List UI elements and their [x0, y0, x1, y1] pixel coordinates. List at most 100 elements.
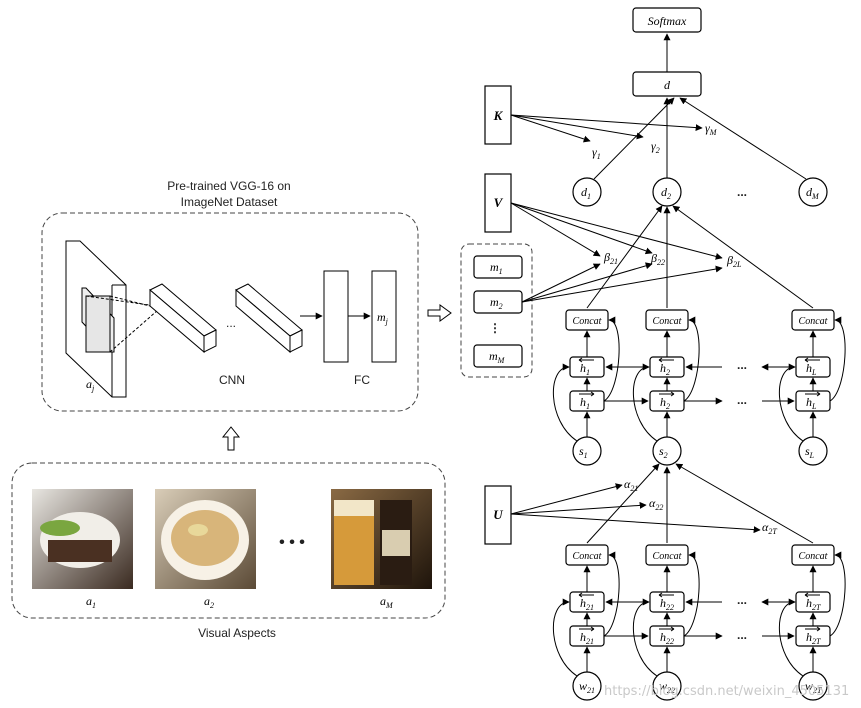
word-fwd-loop — [603, 551, 620, 637]
pretrained-line1: Pre-trained VGG-16 on — [167, 179, 290, 193]
K-gamma2-arrow — [510, 114, 644, 140]
word-h-fwd-label: h21 — [580, 630, 594, 646]
pretrained-line2: ImageNet Dataset — [181, 195, 278, 209]
dM-node — [798, 177, 828, 207]
word-h-fwd-label: h2T — [806, 630, 821, 646]
word-input-label: w22 — [659, 679, 675, 695]
alpha2T-label: α2T — [762, 520, 777, 536]
V-label: V — [494, 195, 504, 210]
word-fwd-loop — [829, 551, 846, 637]
V-beta22-arrow — [510, 202, 653, 255]
word-h-fwd-label: h22 — [660, 630, 674, 646]
word-h-back-label: h21 — [580, 596, 594, 612]
mj-label: mj — [377, 310, 389, 326]
aM-label: aM — [380, 594, 394, 610]
sent-skip-loop — [632, 363, 658, 442]
word-encoder: Concath21h21w21Concath22h22w22Concath2Th… — [552, 544, 846, 701]
U-alpha22-arrow — [510, 501, 647, 515]
hw-fwd-ellipsis: ... — [737, 628, 747, 642]
m2-beta21-arrow — [521, 263, 601, 303]
memory-dashed-box — [460, 243, 533, 378]
sent-concat-2 — [645, 309, 689, 331]
cnn-layer-1 — [149, 283, 217, 354]
sent-input-label: s2 — [659, 444, 668, 460]
food-image-1 — [32, 489, 133, 589]
word-skip-loop — [778, 598, 804, 677]
memory-vdots: ⋮ — [489, 321, 501, 335]
d-node — [632, 71, 702, 97]
visual-aspects-label: Visual Aspects — [198, 626, 276, 640]
word-concat-label: Concat — [573, 551, 602, 562]
word-concat-label: Concat — [653, 551, 682, 562]
word-input-label: w2T — [805, 679, 822, 695]
U-alpha21-arrow — [510, 483, 623, 515]
sent-concat-label: Concat — [573, 316, 602, 327]
sent-skip-loop — [778, 363, 804, 442]
hollow-up-arrow — [221, 426, 241, 451]
softmax-node — [632, 7, 702, 33]
sent-concat-3 — [791, 309, 835, 331]
V-beta21-arrow — [510, 202, 601, 257]
alpha21-label: α21 — [624, 477, 638, 493]
food-image-2 — [155, 489, 256, 589]
K-label: K — [493, 108, 504, 123]
sent-h-fwd-label: h1 — [580, 395, 590, 411]
gamma2-label: γ2 — [651, 139, 660, 155]
fc-label: FC — [354, 373, 370, 387]
sent-input-label: s1 — [579, 444, 588, 460]
sent-h-back-label: hL — [806, 361, 817, 377]
cnn-label: CNN — [219, 373, 245, 387]
sent-concat-1 — [565, 309, 609, 331]
d2-label: d2 — [661, 185, 671, 201]
memory-mM — [473, 344, 523, 368]
word-concat-1 — [565, 544, 609, 566]
input-image-slab — [65, 240, 159, 398]
gamma1-label: γ1 — [592, 145, 601, 161]
aj-label: aj — [86, 377, 95, 393]
sent-concat-label: Concat — [799, 316, 828, 327]
sent-h-fwd-label: h2 — [660, 395, 670, 411]
gammaM-label: γM — [705, 121, 718, 137]
sent-concat-label: Concat — [653, 316, 682, 327]
fc-layer-1 — [323, 270, 349, 363]
alpha22-label: α22 — [649, 496, 663, 512]
sent-h-back-label: h1 — [580, 361, 590, 377]
word-skip-loop — [552, 598, 578, 677]
fc-layer-2 — [371, 270, 397, 363]
hw-back-ellipsis: ... — [737, 593, 747, 607]
sent-h-back-label: h2 — [660, 361, 670, 377]
concatL-to-d2-arrow — [672, 205, 814, 309]
word-h-back-label: h22 — [660, 596, 674, 612]
m2-beta2L-arrow — [521, 265, 723, 303]
wconcatT-to-s2-arrow — [675, 463, 814, 544]
sent-fwd-loop — [829, 316, 846, 402]
K-node — [484, 85, 512, 145]
V-beta2L-arrow — [510, 202, 723, 260]
d-ellipsis: ... — [737, 185, 747, 199]
sent-fwd-loop — [603, 316, 620, 402]
a2-label: a2 — [204, 594, 214, 610]
m1-label: m1 — [490, 260, 503, 276]
d1-node — [572, 177, 602, 207]
image-ellipsis: • • • — [279, 534, 305, 551]
h-fwd-ellipsis: ... — [737, 393, 747, 407]
word-concat-2 — [645, 544, 689, 566]
word-h-back-label: h2T — [806, 596, 821, 612]
word-concat-label: Concat — [799, 551, 828, 562]
V-node — [484, 173, 512, 233]
d1-to-d-arrow — [593, 97, 675, 180]
dM-label: dM — [806, 185, 820, 201]
m2-label: m2 — [490, 295, 503, 311]
mM-label: mM — [489, 349, 506, 365]
K-gammaM-arrow — [510, 114, 703, 132]
beta22-label: β22 — [650, 251, 665, 267]
d-label: d — [664, 78, 671, 92]
dM-to-d-arrow — [679, 97, 807, 180]
sent-skip-loop — [552, 363, 578, 442]
word-skip-loop — [632, 598, 658, 677]
wconcat1-to-s2-arrow — [586, 463, 660, 544]
h-back-ellipsis: ... — [737, 358, 747, 372]
